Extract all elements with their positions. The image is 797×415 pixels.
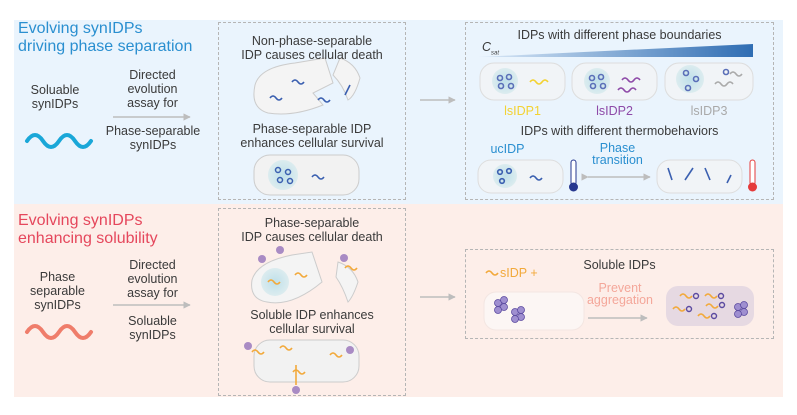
label-line: Phase bbox=[599, 141, 636, 155]
label-line: synIDPs bbox=[129, 138, 177, 152]
label-line: Directed bbox=[129, 258, 176, 272]
label-line: cellular survival bbox=[269, 322, 355, 336]
bottom-middle-box bbox=[218, 208, 406, 396]
label-line: IDP causes cellular death bbox=[241, 48, 383, 62]
label-line: IDP causes cellular death bbox=[241, 230, 383, 244]
variant-lsidp2: lsIDP2 bbox=[596, 104, 633, 118]
label-line: Phase-separable bbox=[264, 216, 360, 230]
label-line: separable bbox=[30, 284, 85, 298]
label-line: synIDPs bbox=[31, 97, 79, 111]
thermo-title: IDPs with different thermobehaviors bbox=[520, 124, 719, 138]
bottom-title-line2: enhancing solubility bbox=[18, 230, 158, 247]
label-line: Phase-separable IDP bbox=[252, 122, 372, 136]
bottom-panel-background bbox=[14, 204, 783, 397]
label-line: Soluble IDP enhances bbox=[250, 308, 374, 322]
variant-lsidp1: lsIDP1 bbox=[504, 104, 541, 118]
bottom-section-title: Evolving synIDPs enhancing solubility bbox=[18, 212, 158, 248]
broken-cell-icon bbox=[253, 57, 361, 115]
label-line: Directed bbox=[129, 68, 176, 82]
top-title-line1: Evolving synIDPs bbox=[18, 20, 143, 37]
top-right-box bbox=[465, 22, 774, 200]
label-line: assay for bbox=[127, 96, 178, 110]
bottom-right-box bbox=[465, 249, 774, 339]
phase-boundaries-title: IDPs with different phase boundaries bbox=[517, 28, 722, 42]
label-line: Phase bbox=[39, 270, 76, 284]
label-line: aggregation bbox=[586, 293, 654, 307]
csat-gradient-wedge bbox=[478, 44, 753, 57]
bottom-title-line1: Evolving synIDPs bbox=[18, 212, 143, 229]
hot-thermometer-icon bbox=[748, 159, 757, 192]
label-line: synIDPs bbox=[34, 298, 81, 312]
label-line: evolution bbox=[127, 272, 178, 286]
label-line: transition bbox=[592, 153, 643, 167]
ucidp-label: ucIDP bbox=[490, 142, 525, 156]
phase-separable-idp-wave-icon bbox=[25, 324, 93, 340]
label-line: synIDPs bbox=[129, 328, 176, 342]
label-line: Soluable bbox=[30, 83, 80, 97]
variant-lsidp3: lsIDP3 bbox=[690, 104, 728, 118]
soluble-idp-wave-icon bbox=[25, 133, 93, 149]
csat-label: Csat bbox=[482, 40, 499, 61]
csat-c: C bbox=[482, 40, 492, 54]
label-line: assay for bbox=[127, 286, 178, 300]
label-line: Soluable bbox=[128, 314, 177, 328]
top-title-line2: driving phase separation bbox=[18, 38, 193, 55]
label-line: evolution bbox=[127, 82, 178, 96]
csat-sub: sat bbox=[491, 50, 500, 57]
label-line: enhances cellular survival bbox=[240, 136, 384, 150]
top-section-title: Evolving synIDPs driving phase separatio… bbox=[18, 20, 192, 56]
label-line: Phase-separable bbox=[105, 124, 201, 138]
sidp-label: sIDP + bbox=[500, 266, 538, 280]
top-middle-box bbox=[218, 22, 406, 200]
label-line: Non-phase-separable bbox=[251, 34, 373, 48]
soluble-idps-title: Soluble IDPs bbox=[583, 258, 656, 272]
label-line: Prevent bbox=[598, 281, 642, 295]
cold-thermometer-icon bbox=[569, 159, 578, 192]
